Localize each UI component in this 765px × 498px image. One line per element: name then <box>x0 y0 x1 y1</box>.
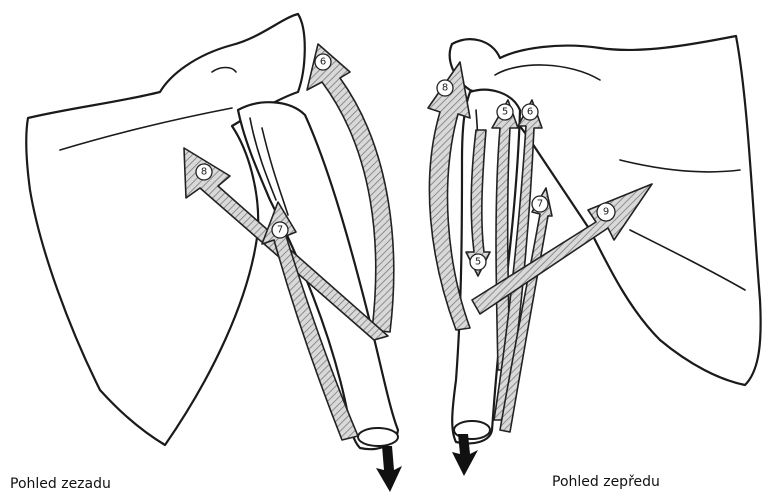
label-badge: 6 <box>522 104 538 120</box>
caption-anterior-view: Pohled zepředu <box>552 474 660 490</box>
posterior-view: 6 8 7 <box>26 14 402 492</box>
label-badge: 8 <box>196 164 212 180</box>
anterior-view: 8 5 6 5 7 9 <box>428 36 761 476</box>
label-badge: 7 <box>532 196 548 212</box>
label-badge: 5 <box>470 254 486 270</box>
arrow-label: 9 <box>603 207 609 218</box>
arrow-label: 7 <box>537 199 543 210</box>
arrow-label: 8 <box>442 83 448 94</box>
label-badge: 9 <box>597 203 615 221</box>
arrow-label: 5 <box>475 257 481 268</box>
arrow-label: 6 <box>527 107 533 118</box>
arrow-label: 6 <box>320 57 326 68</box>
label-badge: 6 <box>315 54 331 70</box>
arrow-label: 7 <box>277 225 283 236</box>
label-badge: 7 <box>272 222 288 238</box>
humerus-head-end <box>358 428 398 446</box>
label-badge: 5 <box>497 104 513 120</box>
down-arrow-left <box>376 446 402 492</box>
arrow-label: 5 <box>502 107 508 118</box>
label-badge: 8 <box>437 80 453 96</box>
arrow-label: 8 <box>201 167 207 178</box>
caption-posterior-view: Pohled zezadu <box>10 476 111 492</box>
